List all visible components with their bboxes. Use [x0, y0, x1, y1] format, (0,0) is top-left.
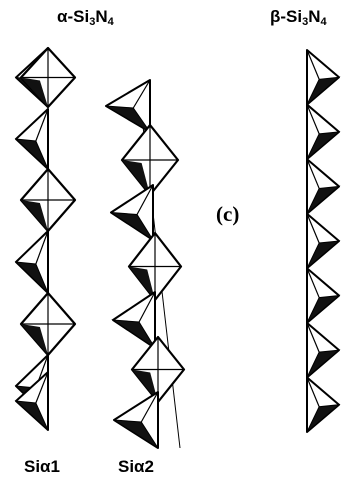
si-alpha2-label: Siα2 [118, 458, 154, 475]
si-alpha2-tetrahedra-chain [106, 80, 184, 448]
beta-si3n4-title: β-Si3N4 [270, 8, 327, 28]
alpha-si3n4-title: α-Si3N4 [57, 8, 114, 28]
si-alpha1-tetrahedra-chain [16, 48, 75, 430]
panel-label: (c) [216, 204, 239, 225]
si-alpha1-label: Siα1 [24, 458, 60, 475]
beta-tetrahedra-chain [307, 50, 339, 432]
